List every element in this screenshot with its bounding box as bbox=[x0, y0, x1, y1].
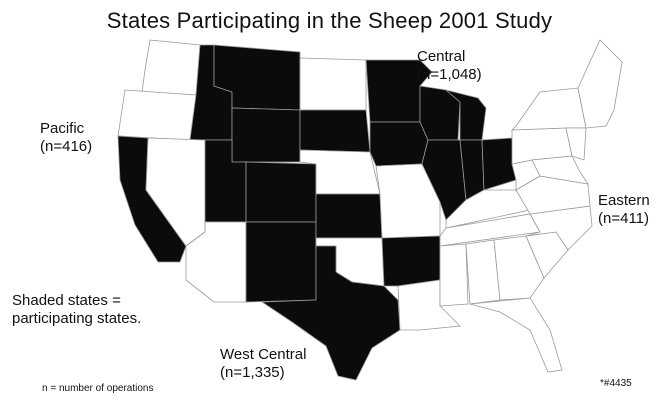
west-central-name: West Central bbox=[220, 346, 307, 363]
state-CO bbox=[245, 161, 317, 223]
state-ND bbox=[299, 57, 367, 111]
region-label-pacific: Pacific (n=416) bbox=[40, 120, 92, 156]
legend-line-1: Shaded states = bbox=[12, 292, 121, 309]
state-GA bbox=[493, 235, 545, 301]
region-label-eastern: Eastern (n=411) bbox=[598, 192, 650, 228]
state-WY bbox=[231, 107, 301, 163]
state-OH bbox=[481, 137, 517, 191]
state-TX bbox=[260, 245, 401, 381]
state-AR bbox=[381, 235, 441, 287]
state-KS bbox=[315, 193, 383, 239]
state-NC bbox=[525, 205, 593, 251]
state-NJ bbox=[565, 127, 587, 161]
legend: Shaded states = participating states. bbox=[12, 292, 141, 328]
state-MS bbox=[439, 243, 469, 307]
eastern-name: Eastern bbox=[598, 192, 650, 209]
west-central-count: (n=1,335) bbox=[220, 364, 285, 381]
region-label-west-central: West Central (n=1,335) bbox=[220, 346, 306, 382]
state-MD bbox=[531, 155, 589, 185]
central-count: (n=1,048) bbox=[417, 66, 482, 83]
legend-line-2: participating states. bbox=[12, 310, 142, 327]
central-name: Central bbox=[417, 48, 466, 65]
state-NE-US bbox=[577, 39, 623, 129]
state-OR bbox=[117, 89, 197, 141]
footnote: n = number of operations bbox=[42, 383, 154, 394]
pacific-name: Pacific bbox=[40, 120, 85, 137]
region-label-central: Central (n=1,048) bbox=[417, 48, 482, 84]
figure-code: *#4435 bbox=[600, 378, 632, 389]
pacific-count: (n=416) bbox=[40, 138, 93, 155]
eastern-count: (n=411) bbox=[598, 210, 650, 227]
state-FL bbox=[469, 297, 563, 373]
state-SD bbox=[299, 109, 371, 153]
state-NM bbox=[245, 221, 317, 303]
state-IA bbox=[369, 121, 429, 167]
state-WA bbox=[141, 39, 201, 96]
state-NY bbox=[510, 87, 587, 131]
map-title: States Participating in the Sheep 2001 S… bbox=[106, 8, 553, 33]
